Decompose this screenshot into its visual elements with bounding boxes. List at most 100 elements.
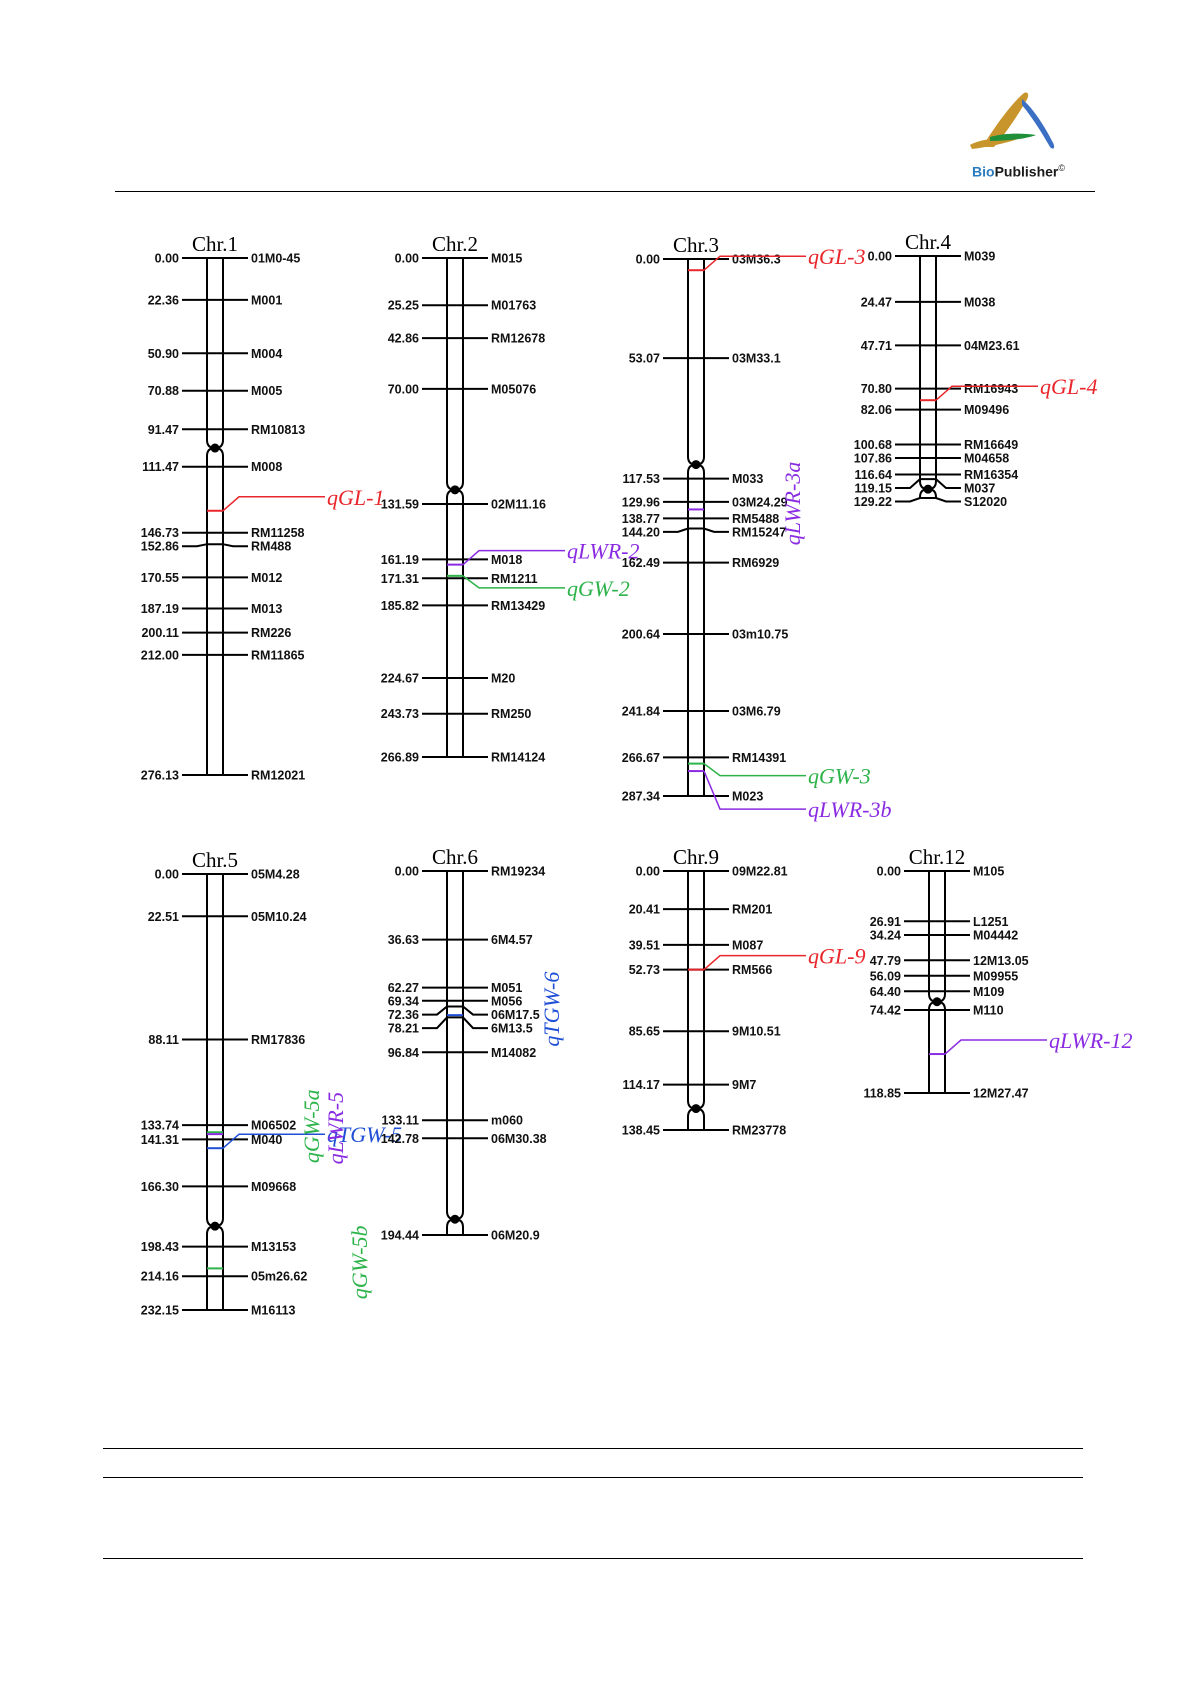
marker-name: 03m10.75 — [732, 627, 788, 641]
marker-position: 144.20 — [622, 525, 660, 539]
marker-position: 133.11 — [381, 1114, 419, 1128]
marker-position: 34.24 — [870, 928, 901, 942]
marker-name: RM250 — [491, 707, 531, 721]
marker-name: 09M22.81 — [732, 865, 788, 879]
marker-position: 0.00 — [868, 250, 892, 264]
marker-name: M06502 — [251, 1119, 296, 1133]
marker-position: 214.16 — [141, 1270, 179, 1284]
marker-name: M110 — [973, 1004, 1004, 1018]
qtl-label: qGL-4 — [1040, 374, 1097, 399]
qtl-leader — [935, 385, 1038, 401]
marker-name: RM23778 — [732, 1124, 786, 1138]
centromere — [210, 1221, 220, 1231]
marker-position: 119.15 — [854, 481, 892, 495]
chromosome-right-edge — [214, 258, 224, 775]
marker-name: 12M13.05 — [973, 954, 1029, 968]
qtl-label: qGL-3 — [808, 244, 865, 269]
marker-name: 05M10.24 — [251, 910, 307, 924]
marker-name: M05076 — [491, 382, 536, 396]
marker-position: 0.00 — [155, 868, 179, 882]
marker-position: 39.51 — [629, 938, 660, 952]
qtl-leader — [944, 1039, 1047, 1055]
marker-name: m060 — [491, 1114, 523, 1128]
marker-position: 47.71 — [861, 339, 892, 353]
marker-position: 91.47 — [148, 423, 179, 437]
marker-name: M09668 — [251, 1180, 296, 1194]
marker-name: M105 — [973, 865, 1004, 879]
centromere — [691, 460, 701, 470]
chromosome-title: Chr.4 — [905, 230, 952, 254]
marker-position: 171.31 — [381, 572, 419, 586]
marker-position: 111.47 — [142, 460, 179, 474]
marker-position: 129.22 — [854, 495, 892, 509]
chromosome-right-edge — [936, 871, 946, 1093]
marker-position: 243.73 — [381, 707, 419, 721]
marker-position: 0.00 — [395, 865, 419, 879]
marker-name: RM226 — [251, 626, 291, 640]
qtl-label: qGW-3 — [808, 764, 871, 789]
marker-name: RM12021 — [251, 769, 305, 783]
marker-position: 266.89 — [381, 751, 419, 765]
marker-position: 85.65 — [629, 1025, 660, 1039]
marker-position: 212.00 — [141, 648, 179, 662]
marker-name: M056 — [491, 995, 522, 1009]
marker-position: 36.63 — [388, 933, 419, 947]
marker-position: 25.25 — [388, 299, 419, 313]
marker-name: RM10813 — [251, 423, 305, 437]
chromosome-left-edge — [206, 874, 216, 1310]
marker-position: 20.41 — [629, 903, 660, 917]
marker-position: 70.88 — [148, 384, 179, 398]
chromosome-title: Chr.12 — [909, 845, 966, 869]
marker-name: M033 — [732, 472, 763, 486]
centromere — [210, 443, 220, 453]
biopublisher-logo-icon — [970, 92, 1055, 149]
header-rule — [115, 191, 1095, 192]
marker-position: 64.40 — [870, 985, 901, 999]
marker-name: 05m26.62 — [251, 1270, 307, 1284]
qtl-label: qLWR-3a — [780, 462, 805, 546]
marker-name: 03M24.29 — [732, 495, 788, 509]
marker-position: 116.64 — [854, 468, 892, 482]
table-bottom-rule — [103, 1558, 1083, 1559]
qtl-label: qLWR-5 — [323, 1092, 348, 1165]
marker-position: 26.91 — [870, 915, 901, 929]
marker-position: 276.13 — [141, 769, 179, 783]
marker-name: RM488 — [251, 540, 291, 554]
qtl-leader — [462, 575, 565, 589]
marker-position: 187.19 — [141, 602, 179, 616]
marker-position: 194.44 — [381, 1229, 419, 1243]
marker-name: M14082 — [491, 1046, 536, 1060]
marker-position: 0.00 — [636, 253, 660, 267]
marker-position: 107.86 — [854, 452, 892, 466]
marker-position: 0.00 — [636, 865, 660, 879]
marker-position: 161.19 — [381, 553, 419, 567]
marker-position: 70.80 — [861, 382, 892, 396]
chromosome-title: Chr.1 — [192, 232, 238, 256]
marker-position: 50.90 — [148, 347, 179, 361]
marker-name: M09496 — [964, 403, 1009, 417]
marker-name: M01763 — [491, 299, 536, 313]
marker-name: 03M36.3 — [732, 253, 781, 267]
marker-position: 0.00 — [395, 252, 419, 266]
marker-position: 200.11 — [141, 626, 179, 640]
marker-name: RM6929 — [732, 556, 779, 570]
marker-tick — [663, 527, 729, 533]
marker-position: 82.06 — [861, 403, 892, 417]
centromere — [450, 1214, 460, 1224]
chromosome-title: Chr.9 — [673, 845, 719, 869]
marker-position: 138.77 — [622, 512, 660, 526]
marker-name: RM15247 — [732, 525, 786, 539]
qtl-label: qTGW-5 — [327, 1122, 402, 1147]
marker-position: 266.67 — [622, 751, 660, 765]
marker-name: M040 — [251, 1133, 282, 1147]
marker-name: M038 — [964, 295, 995, 309]
marker-position: 170.55 — [141, 571, 179, 585]
marker-name: M005 — [251, 384, 282, 398]
marker-name: M039 — [964, 250, 995, 264]
qtl-label: qGW-5a — [299, 1089, 324, 1163]
marker-position: 0.00 — [155, 252, 179, 266]
